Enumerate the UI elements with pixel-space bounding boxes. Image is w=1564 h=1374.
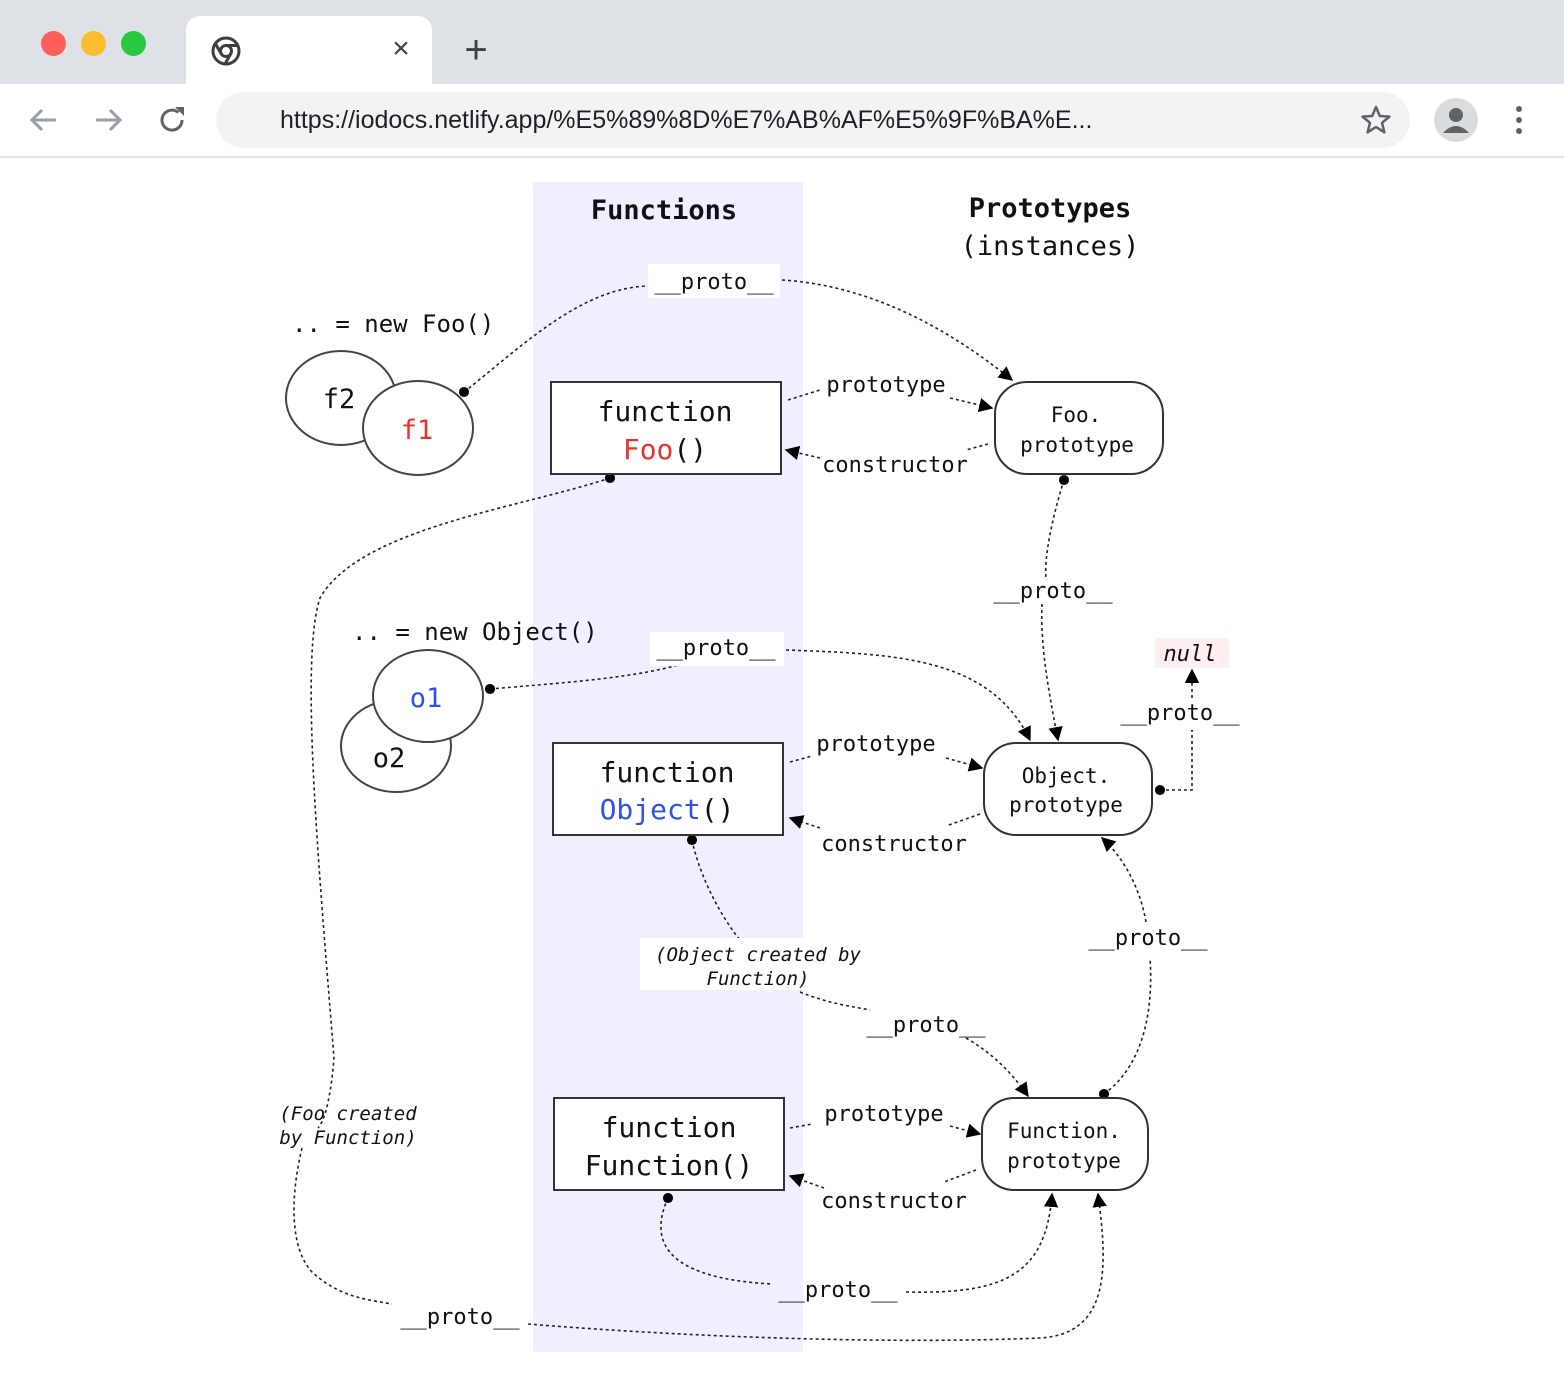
arrow-left-icon[interactable]	[26, 102, 62, 138]
edge-function-prototype	[789, 1123, 813, 1129]
label-foo-created-2: by Function)	[279, 1127, 416, 1149]
browser-toolbar: https://iodocs.netlify.app/%E5%89%8D%E7%…	[0, 84, 1564, 158]
edge-function-prototype-b	[949, 1123, 982, 1138]
edge-object-constructor-b	[788, 815, 821, 829]
function-foo-parens: ()	[673, 433, 707, 466]
label-constructor-function: constructor	[821, 1189, 967, 1214]
instance-o2-label: o2	[373, 743, 406, 774]
edge-object-constructor	[945, 813, 981, 827]
maximize-window-button[interactable]	[121, 31, 146, 56]
edge-foo-prototype-b	[949, 397, 994, 413]
edge-foo-fn-proto-b	[293, 1147, 393, 1305]
label-proto-o1: __proto__	[656, 636, 776, 661]
star-icon[interactable]	[1360, 104, 1392, 136]
header-instances: (instances)	[961, 231, 1140, 262]
function-foo-name: Foo()	[623, 433, 707, 466]
chrome-icon	[211, 36, 241, 66]
close-tab-icon[interactable]: ×	[392, 32, 410, 65]
edge-foo-fn-proto	[310, 472, 616, 1129]
label-prototype-foo: prototype	[826, 373, 945, 398]
minimize-window-button[interactable]	[81, 31, 106, 56]
label-object-created-2: Function)	[707, 968, 810, 990]
edge-fooproto-proto	[1044, 474, 1070, 579]
function-prototype-line1: Function.	[1007, 1119, 1121, 1143]
instance-o1-label: o1	[410, 683, 443, 714]
label-proto-f1: __proto__	[654, 270, 774, 295]
function-foo-name-red: Foo	[623, 433, 674, 466]
address-bar[interactable]: https://iodocs.netlify.app/%E5%89%8D%E7%…	[216, 92, 1410, 148]
person-icon[interactable]	[1434, 98, 1478, 142]
foo-instance-caption: .. = new Foo()	[292, 310, 494, 338]
edge-objectfn-proto	[686, 834, 741, 941]
edge-f1-proto-b	[781, 279, 1014, 381]
instance-o1	[372, 649, 484, 743]
label-constructor-foo: constructor	[822, 453, 968, 478]
reload-icon[interactable]	[154, 102, 190, 138]
new-tab-button[interactable]: +	[464, 28, 488, 72]
function-prototype-line2: prototype	[1007, 1149, 1121, 1173]
edge-o1-proto	[484, 661, 689, 695]
instance-f1	[362, 380, 474, 476]
edge-o1-proto-b	[785, 649, 1031, 742]
edge-f1-proto	[458, 285, 649, 398]
edge-fnproto-proto	[1098, 957, 1152, 1100]
edge-objectfn-proto-c	[965, 1037, 1029, 1098]
edge-fnproto-proto-b	[1100, 837, 1147, 923]
title-bar: × +	[0, 0, 1564, 84]
header-functions: Functions	[591, 195, 737, 226]
function-prototype-box	[981, 1097, 1149, 1191]
function-function-keyword: function	[602, 1111, 737, 1144]
edge-objectfn-proto-b	[799, 991, 871, 1011]
function-function-box	[553, 1097, 785, 1191]
edge-fnfn-proto-b	[905, 1192, 1059, 1293]
function-foo-keyword: function	[598, 395, 733, 428]
function-object-box	[552, 742, 784, 836]
label-proto-fnproto: __proto__	[1088, 926, 1208, 951]
active-tab[interactable]: ×	[186, 16, 432, 84]
function-object-keyword: function	[600, 756, 735, 789]
label-proto-fooproto: __proto__	[993, 579, 1113, 604]
foo-prototype-line1: Foo.	[1051, 403, 1102, 427]
label-object-created-1: (Object created by	[655, 944, 861, 966]
arrow-right-icon[interactable]	[90, 102, 126, 138]
edge-foo-fn-proto-c	[527, 1192, 1107, 1342]
edge-fooproto-proto-b	[1040, 603, 1063, 742]
url-text[interactable]: https://iodocs.netlify.app/%E5%89%8D%E7%…	[280, 106, 1093, 134]
label-proto-objectfn: __proto__	[866, 1013, 986, 1038]
instance-f1-label: f1	[401, 415, 434, 446]
label-proto-foofn: __proto__	[400, 1305, 520, 1330]
edge-function-constructor-b	[788, 1173, 825, 1189]
object-instance-caption: .. = new Object()	[352, 618, 598, 646]
edge-function-constructor	[943, 1169, 977, 1183]
close-window-button[interactable]	[41, 31, 66, 56]
label-proto-objectproto: __proto__	[1120, 701, 1240, 726]
label-foo-created-1: (Foo created	[279, 1103, 417, 1125]
label-prototype-function: prototype	[824, 1102, 943, 1127]
kebab-menu-icon[interactable]	[1504, 102, 1534, 138]
edge-foo-constructor	[965, 443, 989, 451]
label-proto-fnfn: __proto__	[778, 1278, 898, 1303]
label-prototype-object: prototype	[816, 732, 935, 757]
label-null: null	[1164, 642, 1217, 667]
edge-object-prototype-b	[945, 757, 984, 772]
object-prototype-line1: Object.	[1022, 764, 1111, 788]
label-constructor-object: constructor	[821, 832, 967, 857]
prototype-chain-diagram: Functions Prototypes (instances)	[279, 182, 1240, 1352]
function-object-name: Object()	[600, 793, 735, 826]
edge-objectproto-null	[1154, 730, 1193, 796]
foo-prototype-line2: prototype	[1020, 433, 1134, 457]
function-foo-box	[550, 381, 782, 475]
header-prototypes: Prototypes	[969, 193, 1132, 224]
instance-f2-label: f2	[323, 384, 356, 415]
edge-object-prototype	[789, 755, 813, 763]
function-object-parens: ()	[701, 793, 735, 826]
object-prototype-line2: prototype	[1009, 793, 1123, 817]
object-prototype-box	[983, 742, 1153, 836]
function-object-name-blue: Object	[600, 793, 701, 826]
function-function-name: Function()	[585, 1149, 754, 1182]
foo-prototype-box	[994, 381, 1164, 475]
page-content: Functions Prototypes (instances)	[0, 158, 1564, 1374]
